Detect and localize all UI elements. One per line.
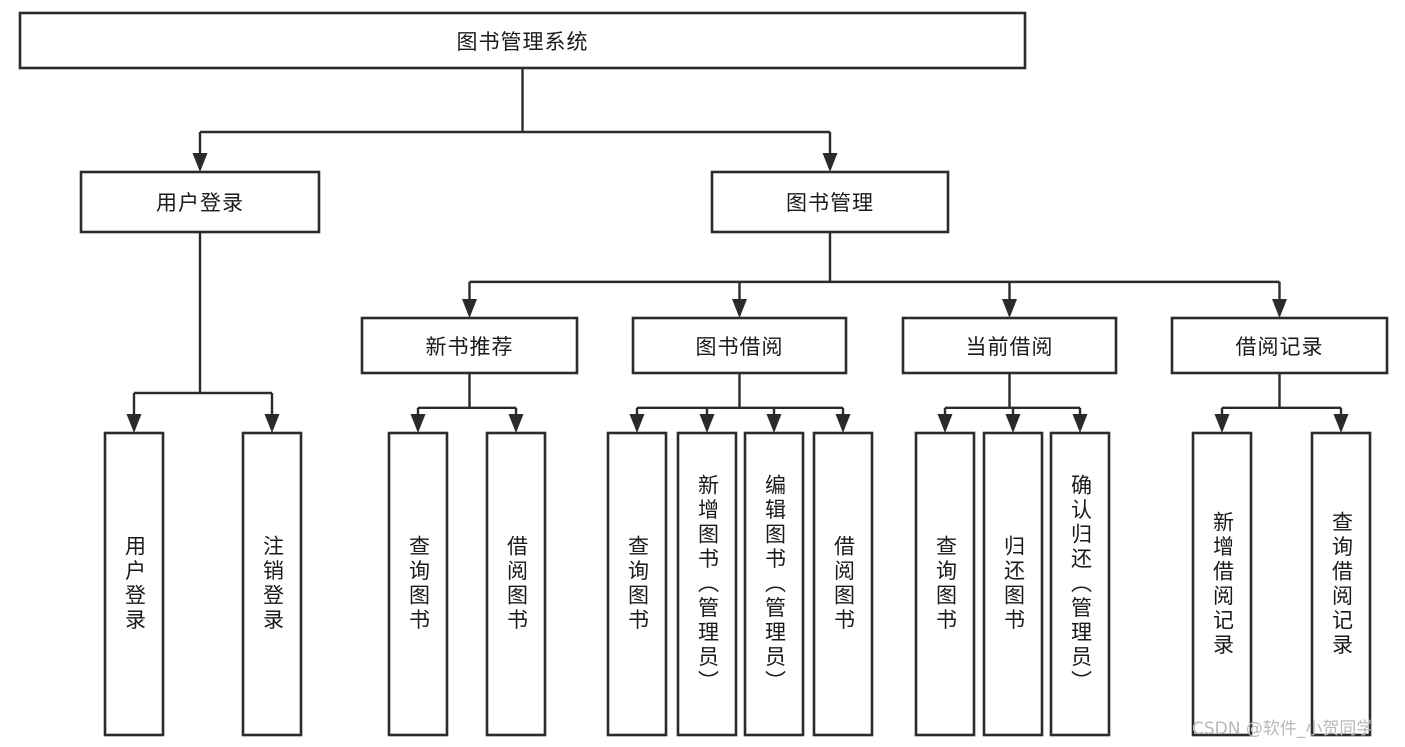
- node-box-user-login: [79, 170, 321, 234]
- arrow-head-leaf-edit-book: [766, 414, 782, 433]
- node-layer: [18, 11, 1389, 737]
- arrow-head-leaf-query-record: [1333, 414, 1349, 433]
- arrow-head-borrow-records: [1272, 299, 1287, 318]
- arrow-head-leaf-borrow-book-rec: [508, 414, 524, 433]
- node-box-leaf-edit-book: [743, 431, 805, 737]
- arrow-head-leaf-query-book-current: [937, 414, 953, 433]
- node-box-leaf-borrow-book-rec: [485, 431, 547, 737]
- arrow-head-leaf-return-book: [1005, 414, 1021, 433]
- node-box-leaf-query-book-rec: [387, 431, 449, 737]
- node-box-leaf-logout: [241, 431, 303, 737]
- connector-layer: [126, 68, 1349, 433]
- node-box-leaf-borrow-book: [812, 431, 874, 737]
- node-box-leaf-user-login: [103, 431, 165, 737]
- arrow-head-book-management: [822, 153, 838, 172]
- arrow-head-leaf-confirm-return: [1072, 414, 1088, 433]
- node-box-borrow-records: [1170, 316, 1389, 375]
- node-box-leaf-add-record: [1191, 431, 1253, 737]
- node-box-leaf-return-book: [982, 431, 1044, 737]
- node-box-book-borrow: [631, 316, 848, 375]
- node-box-root: [18, 11, 1027, 70]
- node-box-leaf-add-book: [676, 431, 738, 737]
- arrow-head-leaf-add-record: [1214, 414, 1230, 433]
- node-box-current-borrow: [901, 316, 1118, 375]
- arrow-head-user-login: [192, 153, 208, 172]
- node-box-leaf-confirm-return: [1049, 431, 1111, 737]
- node-box-leaf-query-book-current: [914, 431, 976, 737]
- node-box-new-book-recommend: [360, 316, 579, 375]
- node-box-book-management: [710, 170, 950, 234]
- arrow-head-leaf-add-book: [699, 414, 715, 433]
- arrow-head-leaf-query-book-rec: [410, 414, 426, 433]
- arrow-head-leaf-query-book-borrow: [629, 414, 645, 433]
- arrow-head-new-book-recommend: [462, 299, 477, 318]
- arrow-head-current-borrow: [1002, 299, 1017, 318]
- node-box-leaf-query-book-borrow: [606, 431, 668, 737]
- node-box-leaf-query-record: [1310, 431, 1372, 737]
- arrow-head-leaf-user-login: [126, 414, 142, 433]
- arrow-head-leaf-logout: [264, 414, 280, 433]
- arrow-head-book-borrow: [732, 299, 747, 318]
- arrow-head-leaf-borrow-book: [835, 414, 851, 433]
